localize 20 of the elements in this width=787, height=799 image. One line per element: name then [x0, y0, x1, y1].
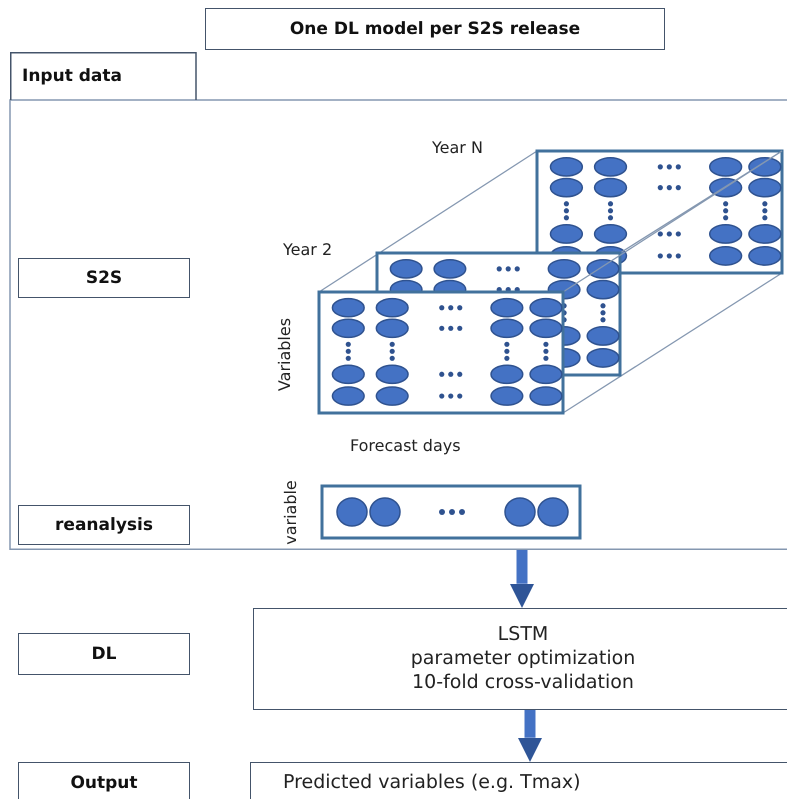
axis-label: Variables	[275, 318, 294, 392]
category-box: reanalysis	[18, 505, 190, 545]
process-text: parameter optimization	[410, 647, 636, 671]
process-text: LSTM	[498, 623, 548, 648]
axis-label: Forecast days	[350, 436, 461, 455]
panel-heading-text: Input data	[21, 65, 123, 88]
axis-label: Year 2	[283, 240, 332, 259]
axis-label: variable	[280, 480, 300, 545]
input-panel	[10, 52, 787, 550]
process-text: Predicted variables (e.g. Tmax)	[283, 771, 581, 795]
process-text: 10-fold cross-validation	[412, 670, 634, 695]
process-box	[250, 762, 787, 799]
process-box	[253, 608, 787, 710]
category-box: Output	[18, 762, 190, 799]
axis-label: Year N	[432, 138, 483, 157]
category-box: S2S	[18, 258, 190, 298]
category-box: DL	[18, 633, 190, 675]
arrow	[518, 710, 542, 762]
arrow	[510, 550, 534, 608]
title-box: One DL model per S2S release	[205, 8, 665, 50]
